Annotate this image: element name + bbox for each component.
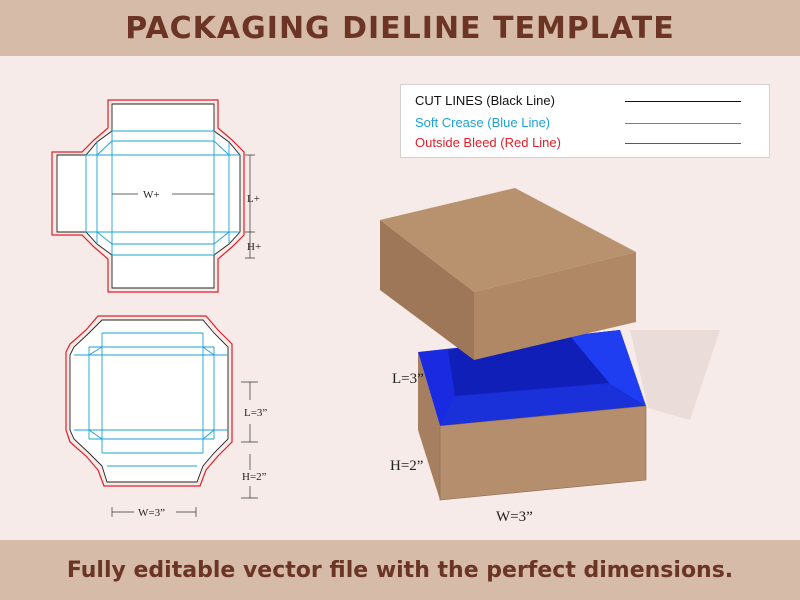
box-lid-left [380,220,474,360]
dimension-lines-top [112,154,255,259]
legend-item-soft-crease: Soft Crease (Blue Line) [415,115,755,133]
dimension-lines-bottom [111,381,258,517]
box-lid-front [474,252,636,360]
outside-bleed-line [65,315,233,487]
dieline-top: W+ L+ H+ [51,99,261,293]
header-bar: PACKAGING DIELINE TEMPLATE [0,0,800,56]
box-base-left-side [418,352,440,500]
cut-line-swatch [625,101,741,102]
legend-item-outside-bleed: Outside Bleed (Red Line) [415,135,755,153]
page-title: PACKAGING DIELINE TEMPLATE [125,10,675,46]
box-base-inner-floor [440,384,646,426]
dieline-bottom: L=3” H=2” W=3” [65,315,267,519]
width-label-top: W+ [143,189,160,201]
length-label-top: L+ [247,193,260,205]
length-label-bottom: L=3” [244,407,267,419]
box-height-label: H=2” [390,458,423,474]
box-base-inner-right [570,330,646,406]
box-base-front [439,405,647,501]
legend-label-cut-lines: CUT LINES (Black Line) [415,93,555,108]
height-label-bottom: H=2” [242,471,267,483]
box-lid-top [380,188,636,292]
outside-bleed-swatch [625,143,741,144]
soft-crease-swatch [625,123,741,124]
box-width-label: W=3” [496,509,533,525]
soft-crease-lines [74,332,228,467]
line-legend: CUT LINES (Black Line) Soft Crease (Blue… [400,84,770,158]
legend-item-cut-lines: CUT LINES (Black Line) [415,93,755,111]
soft-crease-lines [85,130,240,256]
floor-shadow [630,330,720,420]
height-label-top: H+ [247,241,261,253]
cut-line [69,319,229,483]
footer-text: Fully editable vector file with the perf… [66,557,734,583]
box-illustration: L=3” H=2” W=3” [380,188,720,525]
footer-bar: Fully editable vector file with the perf… [0,540,800,600]
legend-label-soft-crease: Soft Crease (Blue Line) [415,115,551,130]
width-label-bottom: W=3” [138,507,165,519]
legend-label-outside-bleed: Outside Bleed (Red Line) [415,135,561,150]
box-length-label: L=3” [392,371,424,387]
outside-bleed-line [51,99,245,293]
